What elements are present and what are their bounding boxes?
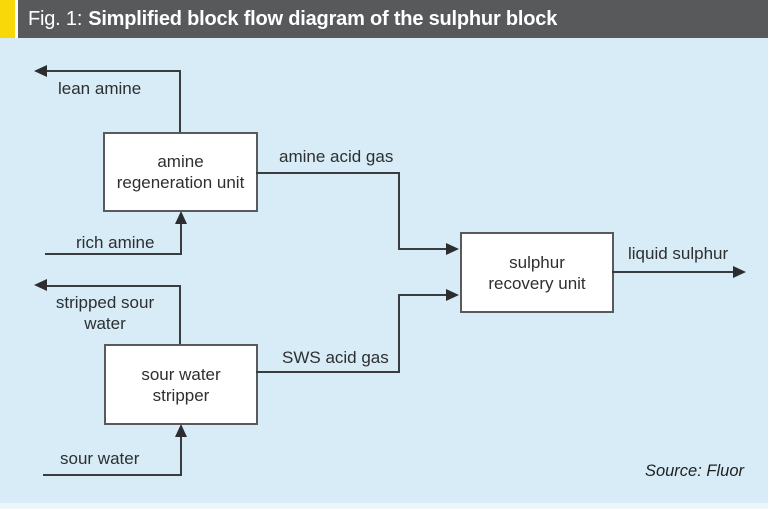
amine-acid-gas-line-horizontal-1 xyxy=(256,172,400,174)
canvas-bottom-strip xyxy=(0,503,768,509)
sour-water-arrowhead-icon xyxy=(175,424,187,437)
liquid-sulphur-line-horizontal xyxy=(612,271,734,273)
amine-acid-gas-line-horizontal-2 xyxy=(398,248,448,250)
stream-label-sour-water: sour water xyxy=(60,449,140,468)
sour-water-line-horizontal xyxy=(43,474,182,476)
header-accent-tab xyxy=(0,0,15,38)
lean-amine-line-vertical xyxy=(179,70,181,132)
diagram-canvas: amine regeneration unit sour water strip… xyxy=(0,38,768,509)
stream-label-sws-acid-gas: SWS acid gas xyxy=(282,348,389,367)
lean-amine-line-horizontal xyxy=(45,70,181,72)
liquid-sulphur-arrowhead-icon xyxy=(733,266,746,278)
sour-water-line-vertical xyxy=(180,437,182,476)
amine-acid-gas-line-vertical xyxy=(398,172,400,250)
rich-amine-line-vertical xyxy=(180,224,182,255)
sws-acid-gas-arrowhead-icon xyxy=(446,289,459,301)
stripped-sour-water-line-vertical xyxy=(179,285,181,344)
stream-label-amine-acid-gas: amine acid gas xyxy=(279,147,394,166)
source-credit: Source: Fluor xyxy=(644,462,744,480)
figure-title: Simplified block flow diagram of the sul… xyxy=(88,7,558,30)
stripped-sour-water-line-horizontal xyxy=(45,285,181,287)
node-sulphur-recovery-unit: sulphur recovery unit xyxy=(460,232,614,313)
rich-amine-line-horizontal xyxy=(45,253,182,255)
stripped-sour-water-arrowhead-icon xyxy=(34,279,47,291)
stream-label-stripped-sour-water: stripped sour water xyxy=(55,293,155,333)
node-amine-regeneration-unit: amine regeneration unit xyxy=(103,132,258,212)
figure-header: Fig. 1: Simplified block flow diagram of… xyxy=(18,0,768,38)
amine-acid-gas-arrowhead-icon xyxy=(446,243,459,255)
rich-amine-arrowhead-icon xyxy=(175,211,187,224)
sws-acid-gas-line-vertical xyxy=(398,295,400,373)
sws-acid-gas-line-horizontal-2 xyxy=(398,294,448,296)
stream-label-liquid-sulphur: liquid sulphur xyxy=(628,244,729,263)
stream-label-lean-amine: lean amine xyxy=(58,79,142,98)
sws-acid-gas-line-horizontal-1 xyxy=(256,371,400,373)
lean-amine-arrowhead-icon xyxy=(34,65,47,77)
figure-number-label: Fig. 1: xyxy=(28,7,83,30)
node-sour-water-stripper: sour water stripper xyxy=(104,344,258,425)
stream-label-rich-amine: rich amine xyxy=(76,233,155,252)
